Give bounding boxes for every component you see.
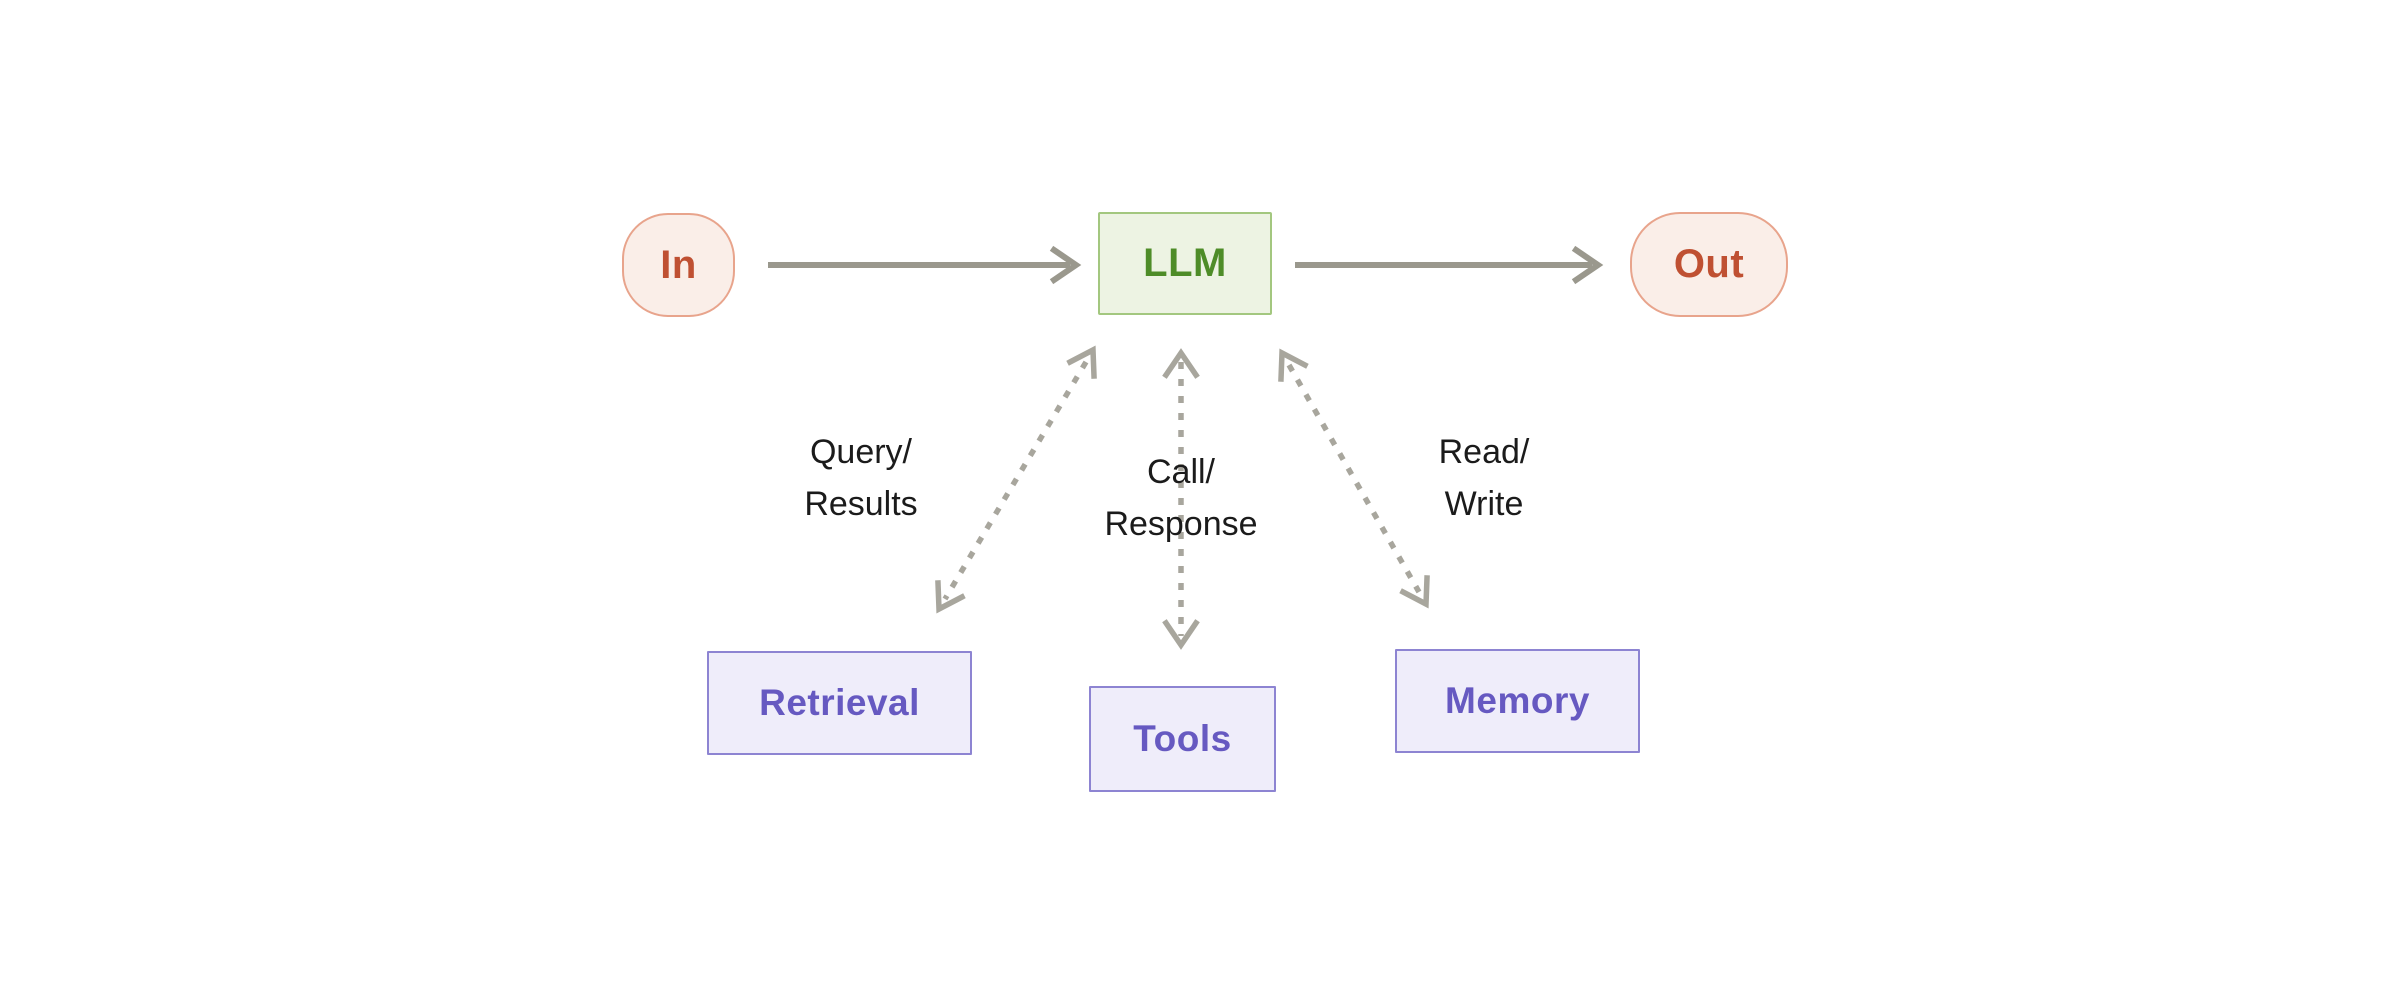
llm-tools-dashed-arrow <box>1162 348 1200 650</box>
edge-label-call-response: Call/ Response <box>1104 453 1258 543</box>
edge-label-query-results: Query/ Results <box>804 433 918 523</box>
llm-retrieval-dashed-arrow <box>935 345 1097 614</box>
llm-to-out-arrow <box>1295 245 1604 285</box>
node-in: In <box>622 213 735 317</box>
node-out-label: Out <box>1673 242 1745 286</box>
node-llm: LLM <box>1098 212 1272 315</box>
node-memory: Memory <box>1395 649 1640 753</box>
node-llm-label: LLM <box>1143 241 1227 285</box>
edge-label-read-write: Read/ Write <box>1438 433 1530 523</box>
node-in-label: In <box>660 242 697 287</box>
node-memory-label: Memory <box>1445 680 1590 721</box>
node-tools: Tools <box>1089 686 1276 792</box>
node-tools-label: Tools <box>1133 718 1232 759</box>
node-retrieval-label: Retrieval <box>759 682 920 723</box>
in-to-llm-arrow <box>768 245 1082 285</box>
node-out: Out <box>1630 212 1788 317</box>
llm-memory-dashed-arrow <box>1278 348 1430 609</box>
node-retrieval: Retrieval <box>707 651 972 755</box>
